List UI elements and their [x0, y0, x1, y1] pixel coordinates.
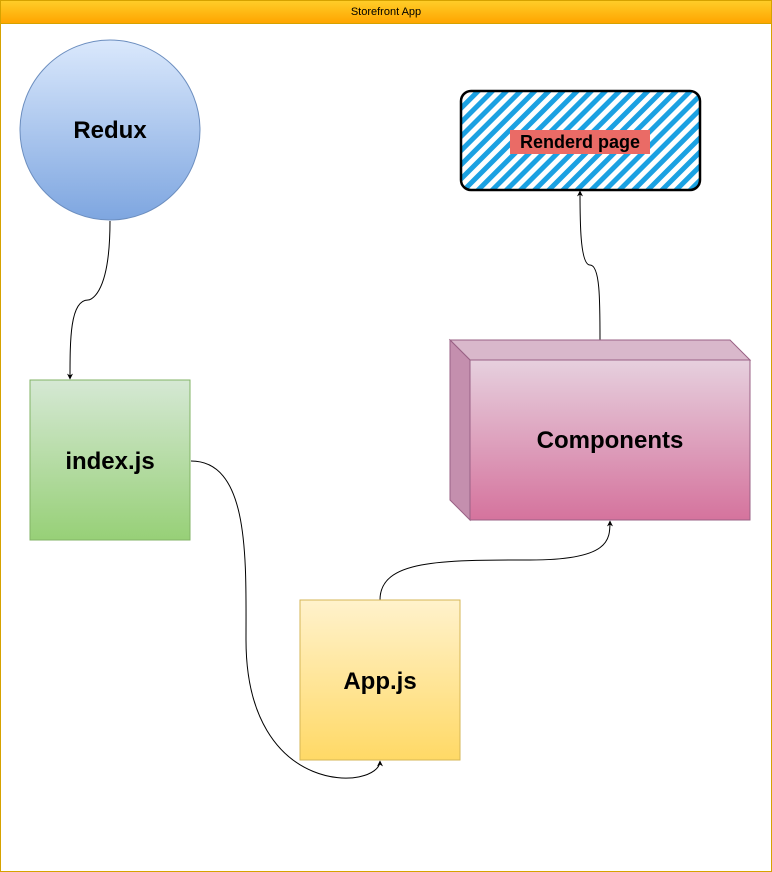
app-js-label: App.js — [343, 668, 416, 695]
app-js-box — [299, 599, 461, 761]
index-js-label: index.js — [65, 448, 154, 475]
index-js-node[interactable]: index.js — [29, 379, 191, 541]
components-side-face — [449, 338, 471, 522]
rendered-page-label-highlight — [510, 130, 650, 154]
components-top-face — [448, 339, 752, 361]
rendered-page-node[interactable]: Renderd page — [459, 89, 702, 192]
edge-app-to-components — [379, 520, 613, 601]
window-title: Storefront App — [1, 1, 771, 24]
components-label: Components — [537, 427, 684, 454]
index-js-box — [29, 379, 191, 541]
redux-node[interactable]: Redux — [19, 39, 201, 221]
components-node[interactable]: Components — [448, 338, 752, 522]
edge-components-to-rendered — [577, 190, 601, 341]
edge-index-to-app — [190, 460, 383, 779]
app-js-node[interactable]: App.js — [299, 599, 461, 761]
rendered-page-label: Renderd page — [520, 132, 640, 152]
redux-label: Redux — [73, 117, 147, 144]
edge-redux-to-index — [67, 220, 111, 380]
components-front-face — [469, 359, 751, 521]
redux-circle — [19, 39, 201, 221]
